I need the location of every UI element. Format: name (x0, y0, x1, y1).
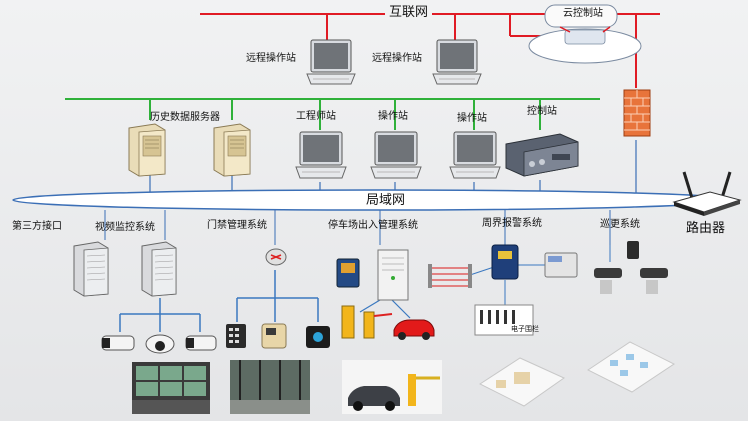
alarm-host-icon (491, 244, 519, 280)
remote-station-label-1: 远程操作站 (246, 53, 296, 64)
barrier-gate-icon (341, 305, 435, 340)
alarm-keypad-icon (544, 252, 578, 278)
subsystem-label-patrol: 巡更系统 (600, 219, 640, 230)
subsystem-label-parking: 停车场出入管理系统 (328, 220, 418, 231)
laptop-icon (449, 131, 501, 179)
access-gate-image (230, 360, 310, 414)
subsystem-label-video: 视频监控系统 (95, 222, 155, 233)
patrol-route-image (587, 341, 675, 393)
firewall-icon (623, 89, 651, 137)
server-tower-icon (141, 241, 177, 297)
server-label: 历史数据服务器 (150, 112, 220, 123)
patrol-point-icon (627, 241, 639, 259)
video-wall-image (132, 362, 210, 414)
parking-server-icon (377, 249, 409, 301)
internet-label: 互联网 (385, 6, 433, 19)
electronic-fence-label: 电子围栏 (511, 325, 539, 333)
camera-icon (101, 334, 217, 354)
access-controller-icon (265, 248, 287, 266)
workstation-label-operator-1: 操作站 (378, 111, 408, 122)
control-station-label: 控制站 (527, 106, 557, 117)
subsystem-label-access: 门禁管理系统 (207, 220, 267, 231)
server-tower-icon (128, 123, 166, 177)
laptop-icon (432, 39, 482, 85)
subsystem-label-third-party: 第三方接口 (12, 221, 62, 232)
workstation-label-operator-2: 操作站 (457, 113, 487, 124)
control-station-icon (505, 133, 579, 177)
lan-label: 局域网 (366, 193, 406, 208)
laptop-icon (295, 131, 347, 179)
workstation-label-engineer: 工程师站 (296, 111, 336, 122)
electronic-fence-panel-icon (474, 304, 534, 336)
cloud-label: 云控制站 (563, 8, 603, 19)
parking-entrance-image (342, 360, 442, 414)
server-tower-icon (73, 241, 109, 297)
card-reader-icon (226, 323, 330, 349)
server-tower-icon (213, 123, 251, 177)
alarm-beam-icon (428, 264, 472, 288)
patrol-reader-icon (594, 268, 668, 294)
router-icon (672, 171, 742, 216)
perimeter-site-image (478, 357, 566, 407)
remote-station-label-2: 远程操作站 (372, 53, 422, 64)
parking-display-icon (336, 258, 360, 288)
router-label: 路由器 (686, 221, 726, 236)
cloud-icon (528, 4, 642, 64)
laptop-icon (306, 39, 356, 85)
subsystem-label-perimeter: 周界报警系统 (482, 218, 542, 229)
laptop-icon (370, 131, 422, 179)
